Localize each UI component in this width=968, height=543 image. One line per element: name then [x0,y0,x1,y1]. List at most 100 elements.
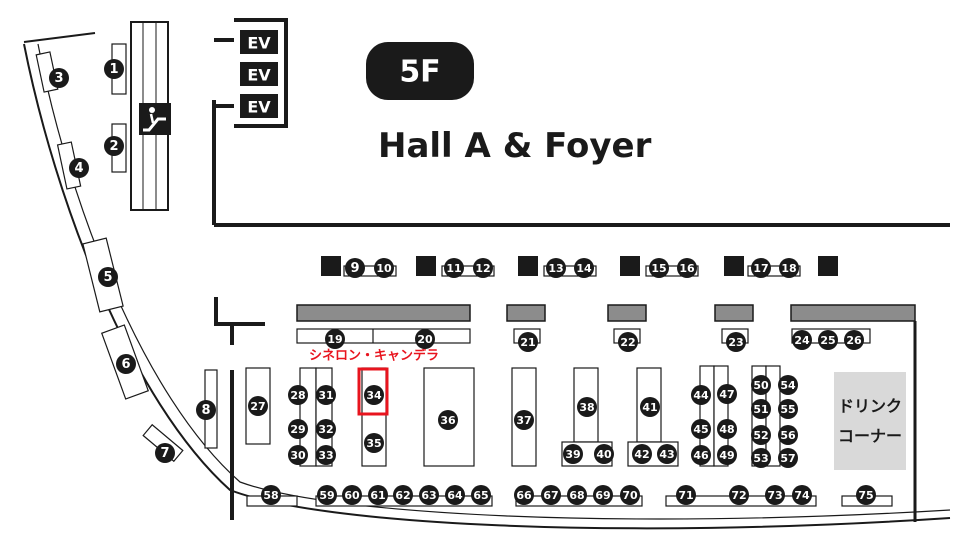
booth-number: 73 [767,489,782,502]
booth-marker [691,419,711,439]
booth-number: 27 [250,400,265,413]
booth-29: 29 [288,419,308,439]
booth-number: 68 [569,489,584,502]
booth-marker [155,443,175,463]
elevator-block: EV EV EV [212,18,288,225]
booth-marker [364,385,384,405]
booth-number: 57 [780,452,795,465]
booth-marker [563,444,583,464]
booth-number: 19 [327,333,342,346]
drink-corner: ドリンク コーナー [834,372,906,470]
booth-64: 64 [445,485,465,505]
booth-number: 71 [678,489,693,502]
booth-number: 46 [693,449,709,462]
booth-1: 1 [104,59,124,79]
booth-38: 38 [577,397,597,417]
booth-marker [856,485,876,505]
booth-35: 35 [364,433,384,453]
booth-marker [818,330,838,350]
booth-marker [196,400,216,420]
booth-26: 26 [844,330,864,350]
booth-marker [765,485,785,505]
booth-46: 46 [691,445,711,465]
booth-58: 58 [261,485,281,505]
booth-number: 48 [719,423,734,436]
booth-number: 24 [794,334,810,347]
booth-5: 5 [98,267,118,287]
booth-marker [751,399,771,419]
booth-65: 65 [471,485,491,505]
booth-61: 61 [368,485,388,505]
booth-marker [473,258,493,278]
drink-corner-line-2: コーナー [838,427,902,446]
booth-marker [751,425,771,445]
booth-number: 55 [780,403,795,416]
booth-number: 42 [634,448,649,461]
booth-number: 20 [417,333,433,346]
booth-marker [368,485,388,505]
booth-marker [325,329,345,349]
booth-number: 43 [659,448,674,461]
booth-71: 71 [676,485,696,505]
booth-marker [248,396,268,416]
booth-marker [288,385,308,405]
booth-marker [288,419,308,439]
booth-marker [632,444,652,464]
escalator-icon [139,103,171,135]
booth-21: 21 [518,332,538,352]
booth-47: 47 [717,384,737,404]
booth-4: 4 [69,158,89,178]
booth-number: 14 [576,262,592,275]
booth-marker [342,485,362,505]
booth-marker [717,419,737,439]
booth-marker [104,136,124,156]
booth-marker [364,433,384,453]
booth-marker [640,397,660,417]
booth-52: 52 [751,425,771,445]
elevator-label: EV [247,66,271,85]
booth-marker [445,485,465,505]
booth-19: 19 [325,329,345,349]
booth-75: 75 [856,485,876,505]
booth-66: 66 [514,485,534,505]
booth-number: 18 [781,262,796,275]
booth-14: 14 [574,258,594,278]
booth-number: 23 [728,336,743,349]
booth-marker [471,485,491,505]
booth-marker [514,410,534,430]
booth-28: 28 [288,385,308,405]
booth-70: 70 [620,485,640,505]
booth-marker [778,399,798,419]
booth-marker [98,267,118,287]
booth-number: 59 [319,489,334,502]
booth-number: 22 [620,336,635,349]
booth-marker [778,448,798,468]
booth-25: 25 [818,330,838,350]
booth-49: 49 [717,445,737,465]
booth-marker [116,354,136,374]
booth-marker [844,330,864,350]
booth-73: 73 [765,485,785,505]
booth-marker [317,485,337,505]
booth-marker [419,485,439,505]
booth-6: 6 [116,354,136,374]
outer-wall [23,32,951,530]
booth-number: 60 [344,489,360,502]
booth-marker [49,68,69,88]
booth-number: 29 [290,423,305,436]
booth-50: 50 [751,375,771,395]
booth-number: 75 [858,489,873,502]
booth-45: 45 [691,419,711,439]
booth-marker [778,425,798,445]
booth-number: 52 [753,429,768,442]
booth-67: 67 [541,485,561,505]
booth-number: 7 [160,446,169,461]
booth-marker [574,258,594,278]
booth-40: 40 [594,444,614,464]
booth-marker [594,444,614,464]
booth-number: 72 [731,489,746,502]
booth-marker [618,332,638,352]
booth-number: 36 [440,414,456,427]
booth-marker [649,258,669,278]
